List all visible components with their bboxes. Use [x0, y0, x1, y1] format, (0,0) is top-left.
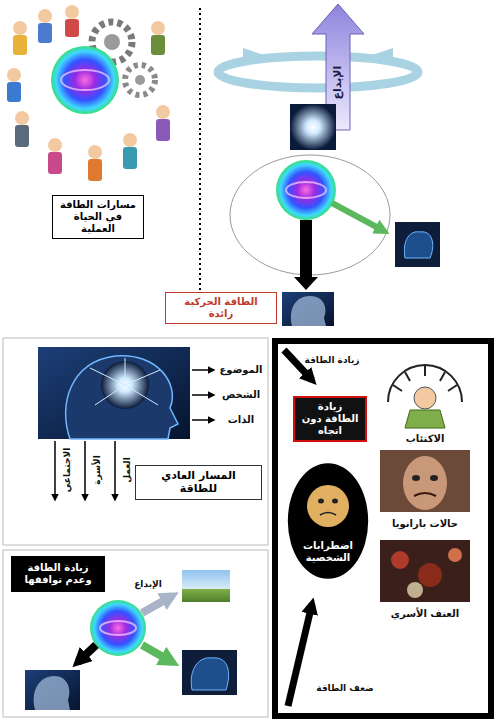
- text-label: الذات: [228, 414, 254, 426]
- text-label: الموضوع: [220, 364, 263, 376]
- text-label: الاجتماعي: [62, 448, 73, 493]
- arrow-text: الإبداع: [321, 40, 355, 126]
- text-label: الأسرة: [92, 455, 103, 485]
- energy-cycle: [218, 4, 440, 326]
- node-text: زيادة الطاقة دون اتجاه: [300, 401, 360, 437]
- people-cluster: [7, 5, 170, 181]
- cause-box: زيادة الطاقة دون اتجاه: [293, 396, 367, 442]
- dotted-divider: [199, 8, 201, 300]
- node-text: المسار العادي للطاقة: [141, 469, 256, 495]
- normal-path-panel: [3, 338, 268, 545]
- text-label: العمل: [122, 457, 133, 483]
- path-box: المسار العادي للطاقة: [135, 465, 262, 500]
- text-label: العنف الأسري: [391, 608, 459, 620]
- caption-box: مسارات الطاقة في الحياة العملية: [52, 195, 144, 239]
- node-text: زيادة الطاقة وعدم توافقها: [16, 562, 100, 586]
- disorder-oval: اضطرابات الشخصية: [287, 462, 369, 580]
- warning-box: الطاقة الحركية زائدة: [165, 292, 277, 324]
- node-text: الإبداع: [331, 66, 344, 100]
- node-text: مسارات الطاقة في الحياة العملية: [58, 199, 138, 235]
- disorders-panel: [275, 341, 491, 716]
- title-box: زيادة الطاقة وعدم توافقها: [11, 556, 105, 592]
- text-label: الاكتئاب: [406, 433, 445, 445]
- node-text: اضطرابات الشخصية: [298, 540, 358, 564]
- text-label: حالات بارانويا: [392, 518, 458, 530]
- excess-energy-panel: [3, 550, 268, 717]
- text-label: الشخص: [222, 389, 260, 401]
- text-label: الإبداع: [134, 579, 162, 590]
- node-text: الطاقة الحركية زائدة: [171, 296, 271, 320]
- text-label: زيادة الطاقة: [305, 355, 360, 366]
- text-label: ضعف الطاقة: [316, 683, 374, 694]
